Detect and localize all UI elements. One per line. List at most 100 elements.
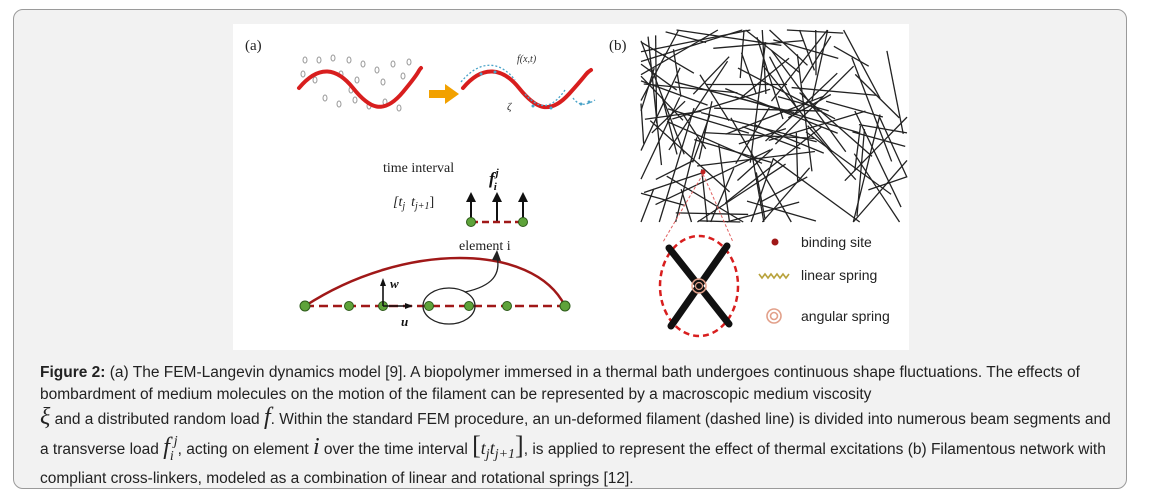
- network-filament: [674, 81, 795, 114]
- network-filament: [698, 101, 713, 160]
- network-filament: [640, 80, 708, 106]
- network-filament: [640, 67, 655, 112]
- network-filament: [878, 116, 908, 178]
- network-filament: [713, 39, 803, 49]
- network-filament: [765, 72, 838, 142]
- network-filament: [666, 175, 744, 223]
- network-filament: [661, 95, 678, 155]
- network-filament: [852, 114, 881, 223]
- network-filament: [773, 158, 861, 223]
- panel-b-label: (b): [609, 38, 627, 54]
- network-filament: [742, 126, 801, 150]
- network-filament: [854, 73, 900, 119]
- network-filament: [761, 167, 811, 223]
- network-filament: [886, 50, 904, 135]
- network-filament: [698, 220, 741, 223]
- network-filament: [796, 54, 813, 172]
- network-filament: [740, 52, 757, 94]
- network-filament: [675, 137, 698, 223]
- network-filament: [725, 95, 824, 135]
- network-filament: [760, 176, 808, 203]
- network-filament: [667, 108, 750, 134]
- network-filament: [672, 88, 771, 120]
- axes-icon: [380, 278, 413, 309]
- caption-text-1: (a) The FEM-Langevin dynamics model [9].…: [40, 364, 1080, 403]
- network-filament: [640, 192, 684, 206]
- network-filament: [640, 41, 695, 74]
- network-filament: [773, 39, 839, 59]
- random-load-dots: [479, 70, 591, 110]
- network-filament: [724, 126, 822, 204]
- network-filament: [754, 124, 825, 154]
- deformed-filament: [304, 256, 567, 308]
- network-filament: [718, 143, 731, 223]
- network-filament: [750, 151, 765, 223]
- network-filament: [807, 125, 857, 181]
- network-filament: [749, 42, 767, 163]
- network-filament: [755, 172, 766, 220]
- transition-arrow-icon: [429, 84, 459, 104]
- legend-binding-label: binding site: [801, 234, 872, 250]
- legend-binding-site: [771, 238, 779, 246]
- network-filament: [654, 35, 658, 124]
- zoom-inset: [658, 234, 740, 338]
- network-filament: [852, 159, 908, 223]
- legend-angular-label: angular spring: [801, 308, 890, 324]
- network-filament: [703, 131, 815, 140]
- network-filament: [682, 113, 707, 150]
- network-filament: [643, 171, 705, 194]
- zeta-label: ζ: [507, 101, 513, 113]
- filament-right: [461, 68, 593, 110]
- network-filament: [854, 110, 902, 208]
- network-filament: [801, 35, 832, 84]
- network-filament: [699, 74, 730, 122]
- network-filament: [668, 60, 729, 151]
- network-filament: [739, 29, 745, 79]
- element-node-right: [518, 217, 528, 227]
- network-filament: [692, 114, 711, 163]
- network-filament: [676, 29, 782, 47]
- caption-xi-symbol: ξ: [40, 404, 51, 430]
- network-filament: [710, 168, 735, 223]
- network-filament: [643, 83, 738, 94]
- solvent-particles-left: [300, 54, 412, 112]
- network-filament: [737, 148, 774, 181]
- u-axis-label: u: [401, 314, 408, 329]
- network-filament: [756, 36, 784, 120]
- network-filament: [761, 29, 767, 94]
- caption-text-6: , is applied to represent the effect of …: [40, 441, 1106, 487]
- caption-interval-symbol: [tjtj+1]: [472, 431, 524, 463]
- angular-spring-icon: [766, 308, 782, 324]
- network-filament: [640, 63, 678, 91]
- network-filament: [868, 176, 908, 191]
- network-filament: [640, 188, 655, 223]
- network-filament: [658, 107, 695, 223]
- network-filament: [739, 57, 790, 99]
- network-filament: [858, 123, 908, 134]
- figure-caption: Figure 2: (a) The FEM-Langevin dynamics …: [40, 362, 1120, 490]
- network-filament: [746, 200, 817, 222]
- legend-linear-label: linear spring: [801, 267, 877, 283]
- element-label: element i: [459, 239, 511, 254]
- network-filament: [799, 92, 873, 157]
- element-pointer-arrowhead: [492, 250, 501, 261]
- zoom-line-left: [662, 173, 704, 243]
- network-filament: [692, 56, 730, 95]
- network-binding-site: [700, 169, 706, 175]
- network-filament: [769, 29, 808, 66]
- panel-a-label: (a): [245, 38, 262, 54]
- binding-site-icon: [771, 238, 779, 246]
- random-load-springs: [460, 64, 596, 107]
- caption-i-symbol: i: [312, 434, 320, 460]
- time-interval-label: time interval: [383, 161, 454, 176]
- caption-text-4: , acting on element: [177, 441, 313, 458]
- network-filament: [805, 131, 892, 195]
- zoom-line-right: [702, 173, 734, 243]
- element-force-arrows: [466, 192, 528, 222]
- network-filament: [798, 29, 816, 71]
- network-filament: [651, 100, 686, 134]
- network-filament: [851, 57, 893, 162]
- linear-spring-icon: [758, 272, 790, 280]
